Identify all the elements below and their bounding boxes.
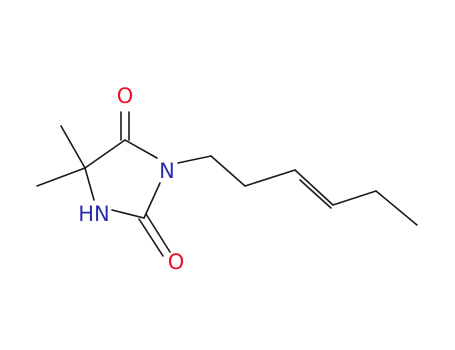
nh-ring-label: HN xyxy=(78,202,110,226)
bond-chain-c3-c4-double-a xyxy=(294,169,334,206)
bond-c2-o-double-a xyxy=(145,213,171,253)
bond-c5-methyl-top xyxy=(60,125,86,169)
bond-chain-c1-c2 xyxy=(210,155,246,187)
bond-chain-c4-c5 xyxy=(332,190,377,206)
bond-c2-n3 xyxy=(143,182,161,219)
bond-chain-c2-c3 xyxy=(244,169,296,187)
oxygen-top-label: O xyxy=(117,84,134,108)
bond-c4-c5 xyxy=(84,139,126,169)
nitrogen-ring-label: N xyxy=(159,159,175,183)
bond-n3-chain-c1 xyxy=(177,155,212,164)
bond-chain-c3-c4-double-b xyxy=(299,179,332,209)
bond-chain-c5-c6 xyxy=(375,190,418,226)
bond-c5-methyl-left xyxy=(36,167,86,187)
bond-n1-c2 xyxy=(111,209,145,219)
bond-c2-o-double-b xyxy=(138,218,164,257)
bond-c5-n1 xyxy=(84,167,95,201)
oxygen-bottom-label: O xyxy=(168,250,185,274)
bond-c4-n3 xyxy=(124,139,158,159)
